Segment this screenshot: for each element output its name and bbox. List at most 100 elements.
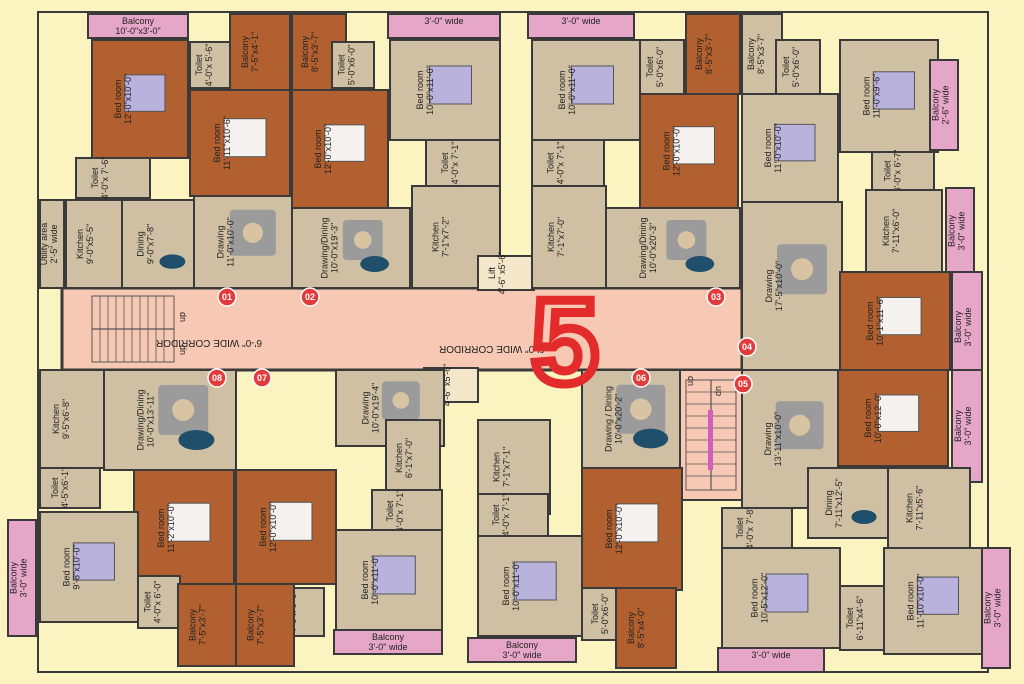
room-name: Bed room (156, 508, 166, 547)
room-floor (775, 39, 821, 95)
room-dimension: 7'-1"x7'-1" (502, 447, 512, 487)
room-dimension: 3'-0" wide (992, 589, 1002, 628)
room-dimension: 4'-0"x 7'-1" (450, 142, 460, 185)
room-dimension: 5'-0"x6'-0" (600, 594, 610, 634)
room-u01-drawing: Drawing11'-0"x10'-0" (193, 195, 293, 289)
bed-furniture (765, 573, 809, 613)
floor-number: 5 (532, 275, 599, 409)
room-name: Balcony (930, 88, 940, 121)
room-u04-bal3: Balcony3'-0" wide (945, 187, 975, 275)
room-u03-bed2: Bed room12'-0"x10'-0" (639, 93, 739, 209)
room-label: Bed room10'-0"x11'-0" (557, 65, 577, 115)
room-u01-dining: Dining9'-0"x7'-8" (121, 199, 195, 289)
room-label: Bed room11'-0"x9'-6" (861, 74, 881, 119)
room-label: Toilet4'-0"x 5'-6" (194, 44, 214, 87)
unit-marker-circle (300, 287, 320, 307)
room-floor (717, 647, 825, 673)
room-u05-bal2: Balcony3'-0" wide (981, 547, 1011, 669)
room-name: Bed room (863, 398, 873, 437)
room-name: Bed room (661, 131, 671, 170)
room-floor (371, 489, 443, 533)
room-dimension: 12'-0"x10'-0" (268, 502, 278, 552)
room-u06-drawing: Drawing / Dining10'-0"x20'-2" (581, 369, 681, 469)
room-u05-toilet: Toilet4'-0"x 7'-8" (721, 507, 793, 549)
room-dimension: 8'-5"x3'-7" (756, 34, 766, 74)
room-name: Drawing/Dining (638, 217, 648, 278)
room-u08-toilet: Toilet4'-5"x6'-1" (39, 467, 101, 509)
room-u01-toilet2: Toilet4'-0"x 5'-6" (189, 41, 231, 89)
room-dimension: 4'-0"x 6'-0" (153, 581, 163, 624)
room-floor (639, 39, 685, 95)
room-name: Kitchen (75, 229, 85, 259)
room-floor (945, 187, 975, 275)
room-floor (871, 151, 935, 191)
stair-dn-label-3: dn (686, 376, 696, 386)
room-name: Toilet (194, 54, 204, 76)
corridor-label-left: 6'-0" WIDE CORRIDOR (156, 337, 262, 348)
unit-marker-circle (252, 368, 272, 388)
room-u04-bal2: Balcony2'-6" wide (929, 59, 959, 151)
room-dimension: 10'-0"x11'-0" (567, 65, 577, 115)
room-u05-kitchen: Kitchen7'-11"x5'-6" (887, 467, 971, 549)
room-floor (331, 41, 375, 89)
room-name: Balcony (746, 37, 756, 70)
room-floor (333, 629, 443, 655)
room-label: Balcony3'-0" wide (953, 308, 973, 347)
room-u01-kitchen: Kitchen9'-0"x5'-5" (65, 199, 123, 289)
bed-furniture (124, 74, 166, 112)
room-dimension: 11'-0"x10'-0" (225, 217, 235, 267)
room-floor (951, 271, 983, 383)
room-label: Balcony7'-5"x3'-7" (187, 605, 207, 645)
room-label: Balcony8'-5"x3'-7" (746, 34, 766, 74)
room-label: Toilet4'-0"x 7'-1" (546, 142, 566, 185)
room-floor (477, 493, 549, 537)
room-dimension: 4'-0"x 7'-1" (395, 490, 405, 533)
room-dimension: 12'-0"x10'-0" (123, 74, 133, 124)
room-dimension: 8'-5"x4'-0" (636, 608, 646, 648)
room-dimension: 7'-11"x6'-0" (891, 209, 901, 254)
bed-furniture (72, 542, 115, 581)
room-u05-bed2: Bed room10'-5"x12'-0" (721, 547, 841, 649)
room-floor (887, 467, 971, 549)
room-name: Bed room (113, 79, 123, 118)
room-u03-balcony: Balcony8'-5"x3'-7" (685, 13, 741, 95)
room-floor (235, 583, 295, 667)
table-furniture (685, 256, 715, 272)
room-name: Toilet (385, 500, 395, 522)
rug (242, 222, 263, 243)
room-u01-bed: Bed room12'-0"x10'-0" (91, 39, 189, 159)
room-label: Toilet5'-0"x6'-0" (781, 47, 801, 87)
room-label: Balcony8'-5"x3'-7" (300, 32, 320, 72)
room-u03-bal3: 3'-0" wide (527, 13, 635, 39)
room-dimension: 3'-0" wide (963, 308, 973, 347)
room-u08-kitchen: Kitchen9'-5"x6'-8" (39, 369, 105, 469)
room-name: Bed room (763, 128, 773, 167)
room-u05-bed3: Bed room11'-10"x10'-0" (883, 547, 983, 655)
bed-furniture (167, 502, 211, 542)
room-u07-balcony: Balcony7'-5"x3'-7" (235, 583, 295, 667)
room-floor (121, 199, 195, 289)
bed-furniture (916, 576, 959, 615)
room-u04-bed2: Bed room11'-0"x9'-6" (839, 39, 939, 153)
room-name: Balcony (694, 37, 704, 70)
room-u05-toilet2: Toilet6'-11"x4'-6" (839, 585, 885, 651)
room-name: Balcony (245, 608, 255, 641)
room-name: Balcony (506, 640, 539, 650)
room-label: Balcony3'-0" wide (953, 407, 973, 446)
room-dimension: 7'-1"x7'-0" (556, 217, 566, 257)
room-label: Drawing / Dining10'-0"x20'-2" (603, 386, 623, 452)
room-name: Bed room (61, 547, 71, 586)
room-floor (65, 199, 123, 289)
room-u06-toilet: Toilet4'-0"x 7'-1" (477, 493, 549, 537)
room-name: Balcony (187, 608, 197, 641)
room-name: Bed room (313, 129, 323, 168)
room-dimension: 10'-0"x13'-11" (146, 393, 156, 448)
room-u04-drawing: Drawing17'-5"x10'-0" (741, 201, 843, 371)
room-dimension: 12'-0"x10'-0" (614, 504, 624, 554)
room-name: Kitchen (394, 443, 404, 473)
room-name: Toilet (590, 603, 600, 625)
room-label: Bed room11'-10"x10'-0" (905, 574, 925, 629)
